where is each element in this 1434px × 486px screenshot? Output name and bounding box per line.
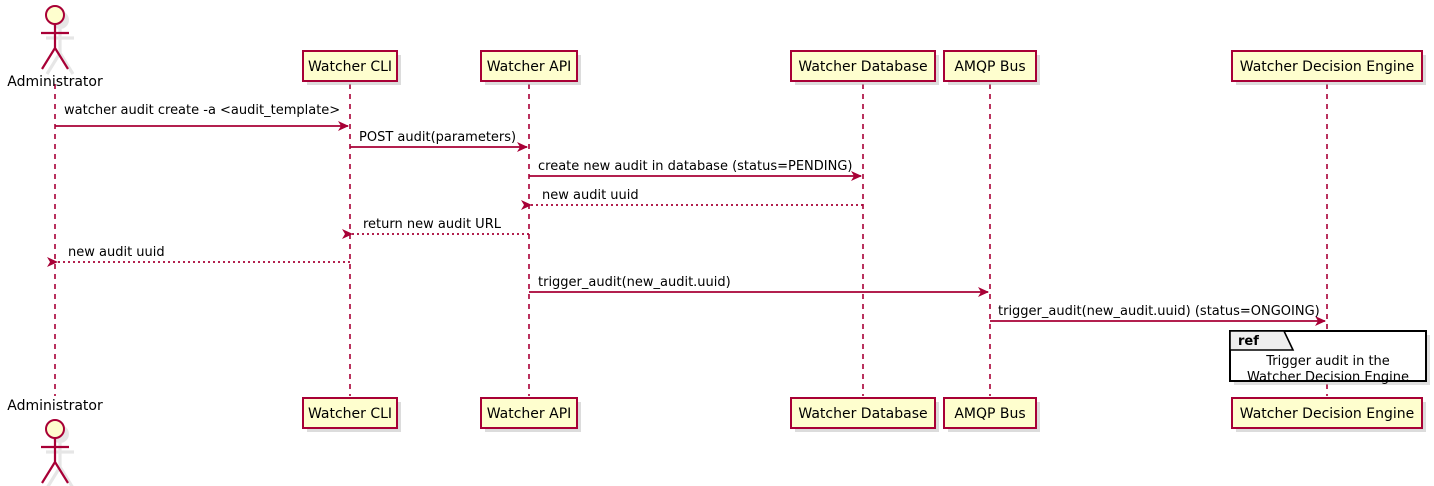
participant-label-watcher-decision-engine: Watcher Decision Engine <box>1240 59 1414 75</box>
actor-body-icon <box>41 438 69 484</box>
participant-box-watcher-decision-engine-top[interactable]: Watcher Decision Engine <box>1231 50 1426 85</box>
actor-body-icon <box>41 24 69 70</box>
messages-group: watcher audit create -a <audit_template>… <box>47 103 1326 326</box>
participant-label-watcher-api: Watcher API <box>487 59 572 75</box>
participant-rect <box>790 397 936 429</box>
message-label: new audit uuid <box>542 188 639 203</box>
participant-label-watcher-database: Watcher Database <box>798 406 927 422</box>
message-7-watcher-api-to-amqp-bus[interactable]: trigger_audit(new_audit.uuid) <box>529 275 989 297</box>
participant-rect <box>480 50 578 82</box>
message-1-administrator-to-watcher-cli[interactable]: watcher audit create -a <audit_template> <box>55 103 349 131</box>
participant-box-watcher-decision-engine-bottom[interactable]: Watcher Decision Engine <box>1231 397 1426 432</box>
participant-box-watcher-api-top[interactable]: Watcher API <box>480 50 581 85</box>
message-5-watcher-api-to-watcher-cli[interactable]: return new audit URL <box>342 217 529 239</box>
participant-box-watcher-cli-bottom[interactable]: Watcher CLI <box>302 397 401 432</box>
message-6-watcher-cli-to-administrator[interactable]: new audit uuid <box>47 245 350 267</box>
participant-box-watcher-api-bottom[interactable]: Watcher API <box>480 397 581 432</box>
participant-label-amqp-bus: AMQP Bus <box>954 406 1025 422</box>
participant-box-amqp-bus-bottom[interactable]: AMQP Bus <box>943 397 1040 432</box>
participant-label-watcher-decision-engine: Watcher Decision Engine <box>1240 406 1414 422</box>
participant-label-watcher-api: Watcher API <box>487 406 572 422</box>
participant-rect <box>302 50 398 82</box>
participant-rect <box>480 397 578 429</box>
participant-rect <box>943 50 1037 82</box>
ref-keyword-label: ref <box>1238 334 1259 349</box>
actor-head-icon <box>45 419 65 439</box>
ref-header-tab <box>1229 330 1295 351</box>
participant-box-watcher-database-top[interactable]: Watcher Database <box>790 50 939 85</box>
message-label: trigger_audit(new_audit.uuid) (status=ON… <box>998 304 1320 319</box>
participant-label-watcher-database: Watcher Database <box>798 59 927 75</box>
participant-rect <box>790 50 936 82</box>
participant-box-amqp-bus-top[interactable]: AMQP Bus <box>943 50 1040 85</box>
participant-rect <box>302 397 398 429</box>
message-label: trigger_audit(new_audit.uuid) <box>538 275 731 290</box>
actor-head-icon <box>45 5 65 25</box>
participant-headers: Administrator Watcher CLI Watcher API Watch… <box>7 5 1426 90</box>
message-label: POST audit(parameters) <box>359 130 516 145</box>
actor-label-administrator: Administrator <box>7 398 103 414</box>
actor-label-administrator: Administrator <box>7 74 103 90</box>
actor-administrator-bottom[interactable]: Administrator <box>7 398 103 486</box>
message-label: return new audit URL <box>363 217 502 232</box>
message-2-watcher-cli-to-watcher-api[interactable]: POST audit(parameters) <box>350 130 528 152</box>
lifelines-group <box>54 84 1328 396</box>
participant-label-watcher-cli: Watcher CLI <box>308 59 392 75</box>
message-3-watcher-api-to-watcher-database[interactable]: create new audit in database (status=PEN… <box>529 159 862 181</box>
actor-administrator-top[interactable]: Administrator <box>7 5 103 90</box>
message-label: watcher audit create -a <audit_template> <box>64 103 340 118</box>
participant-rect <box>1231 397 1423 429</box>
participant-label-amqp-bus: AMQP Bus <box>954 59 1025 75</box>
participant-rect <box>943 397 1037 429</box>
message-label: new audit uuid <box>68 245 165 260</box>
ref-text-line-2: Watcher Decision Engine <box>1247 370 1409 385</box>
message-4-watcher-database-to-watcher-api[interactable]: new audit uuid <box>521 188 863 210</box>
participant-box-watcher-cli-top[interactable]: Watcher CLI <box>302 50 401 85</box>
participant-rect <box>1231 50 1423 82</box>
ref-text-line-1: Trigger audit in the <box>1265 354 1390 369</box>
message-label: create new audit in database (status=PEN… <box>538 159 853 174</box>
participant-box-watcher-database-bottom[interactable]: Watcher Database <box>790 397 939 432</box>
participant-label-watcher-cli: Watcher CLI <box>308 406 392 422</box>
message-8-amqp-bus-to-watcher-decision-engine[interactable]: trigger_audit(new_audit.uuid) (status=ON… <box>990 304 1326 326</box>
